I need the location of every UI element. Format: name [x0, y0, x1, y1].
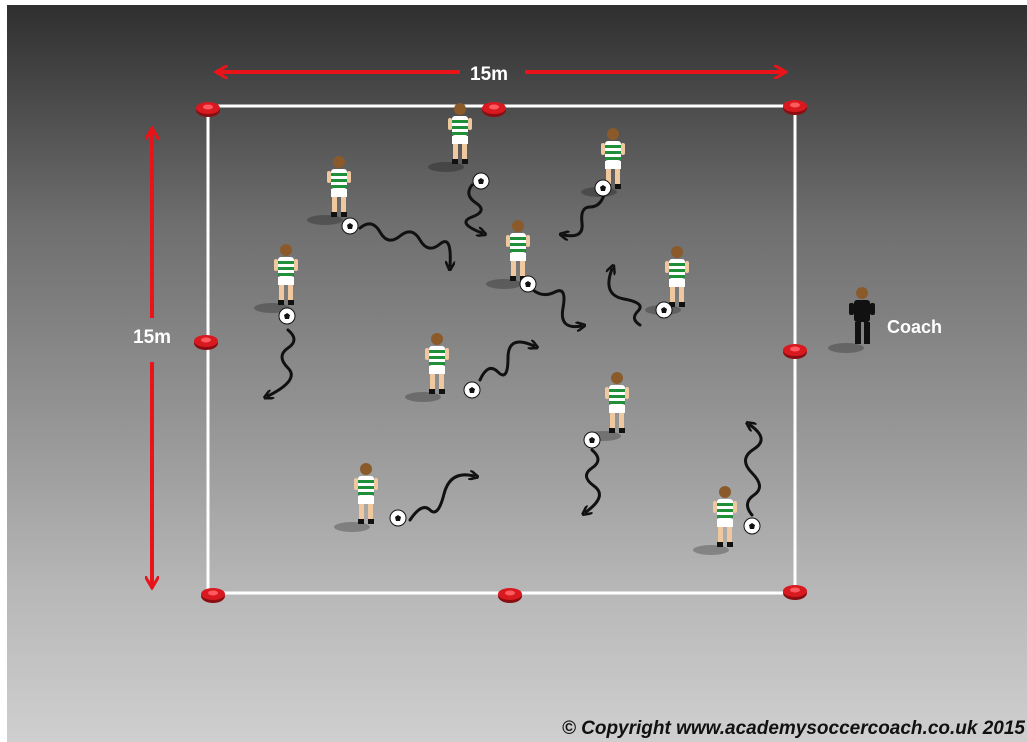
ball-icon — [473, 173, 489, 189]
player-icon — [405, 333, 449, 402]
ball-icon — [342, 218, 358, 234]
cone-icon — [783, 344, 807, 359]
coach-label: Coach — [887, 317, 942, 338]
ball-icon — [656, 302, 672, 318]
cone-icon — [194, 335, 218, 350]
player-icon — [693, 486, 737, 555]
ball-icon — [584, 432, 600, 448]
ball-icon — [464, 382, 480, 398]
player-icon — [254, 244, 298, 313]
player-icon — [334, 463, 378, 532]
cone-icon — [482, 102, 506, 117]
copyright-text: © Copyright www.academysoccercoach.co.uk… — [562, 718, 1025, 740]
cone-icon — [498, 588, 522, 603]
cone-icon — [196, 102, 220, 117]
cone-icon — [783, 585, 807, 600]
ball-icon — [520, 276, 536, 292]
dimension-label-top: 15m — [470, 64, 508, 86]
cone-icon — [201, 588, 225, 603]
player-icon — [428, 103, 472, 172]
ball-icon — [744, 518, 760, 534]
player-icon — [307, 156, 351, 225]
cone-icon — [783, 100, 807, 115]
player-icon — [585, 372, 629, 441]
ball-icon — [595, 180, 611, 196]
dimension-label-left: 15m — [133, 327, 171, 349]
coach-icon — [828, 287, 875, 353]
ball-icon — [390, 510, 406, 526]
field-boundary — [208, 106, 795, 593]
ball-icon — [279, 308, 295, 324]
